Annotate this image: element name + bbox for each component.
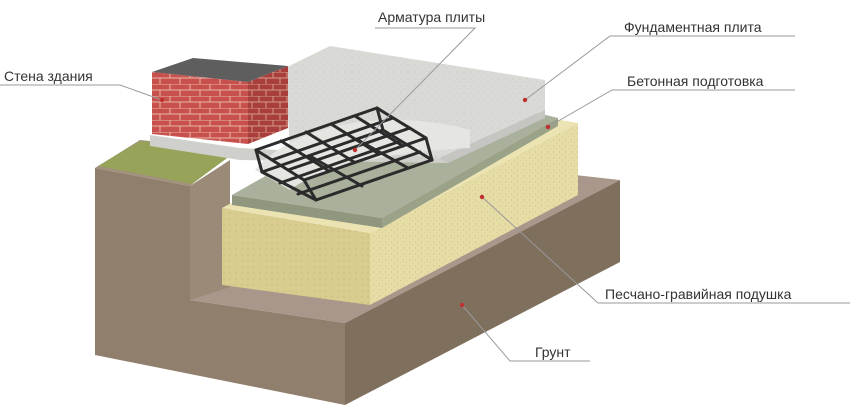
rebar-bar: [296, 150, 422, 196]
leader-dots: [159, 97, 551, 308]
rebar-bar: [314, 158, 434, 202]
sand-front-face: [370, 123, 578, 305]
leader-sand: [481, 196, 850, 304]
rebar-bar: [375, 106, 385, 132]
wall-front-face: [152, 72, 248, 144]
leader-wall: [0, 84, 163, 101]
label-sand-gravel: Песчано-гравийная подушка: [605, 286, 792, 302]
leader-dot-soil: [459, 302, 465, 308]
leader-dot-rebar: [352, 147, 358, 153]
rebar-bar: [302, 178, 318, 202]
leader-rebar: [354, 27, 477, 151]
sand-left-face: [222, 208, 370, 305]
leader-slab: [524, 35, 795, 101]
rebar-bar: [254, 106, 379, 152]
rebar-mesh: [254, 106, 434, 202]
prep-front-face: [382, 118, 558, 228]
rebar-bar: [381, 128, 434, 162]
soil-back-wall: [190, 160, 230, 300]
rebar-bar: [260, 128, 385, 174]
soil-front-face: [345, 180, 620, 405]
label-rebar: Арматура плиты: [378, 9, 486, 25]
leader-lines: [0, 27, 850, 362]
rebar-bar: [356, 138, 410, 170]
rebar-bar: [260, 170, 318, 202]
rebar-bar: [254, 148, 264, 174]
brick-wall: [152, 58, 288, 144]
rebar-bar: [375, 106, 428, 140]
label-slab: Фундаментная плита: [624, 19, 762, 35]
slab-front-face: [440, 110, 545, 163]
soil-left-face: [95, 168, 345, 405]
rebar-bar: [308, 154, 364, 188]
leader-dot-prep: [545, 124, 551, 130]
wall-side-face: [248, 66, 288, 144]
rebar-bar: [278, 139, 403, 185]
label-wall: Стена здания: [4, 68, 93, 84]
leader-soil: [461, 304, 590, 362]
rebar-bar: [270, 116, 395, 162]
rebar-bar: [424, 136, 434, 162]
wall-top-face: [152, 58, 288, 82]
leader-dot-slab: [522, 97, 528, 103]
label-soil: Грунт: [535, 344, 571, 360]
label-concrete-prep: Бетонная подготовка: [627, 73, 764, 89]
prep-left-face: [232, 195, 382, 228]
leader-dot-sand: [479, 194, 485, 200]
leader-prep: [547, 89, 795, 128]
leader-dot-wall: [159, 97, 165, 103]
